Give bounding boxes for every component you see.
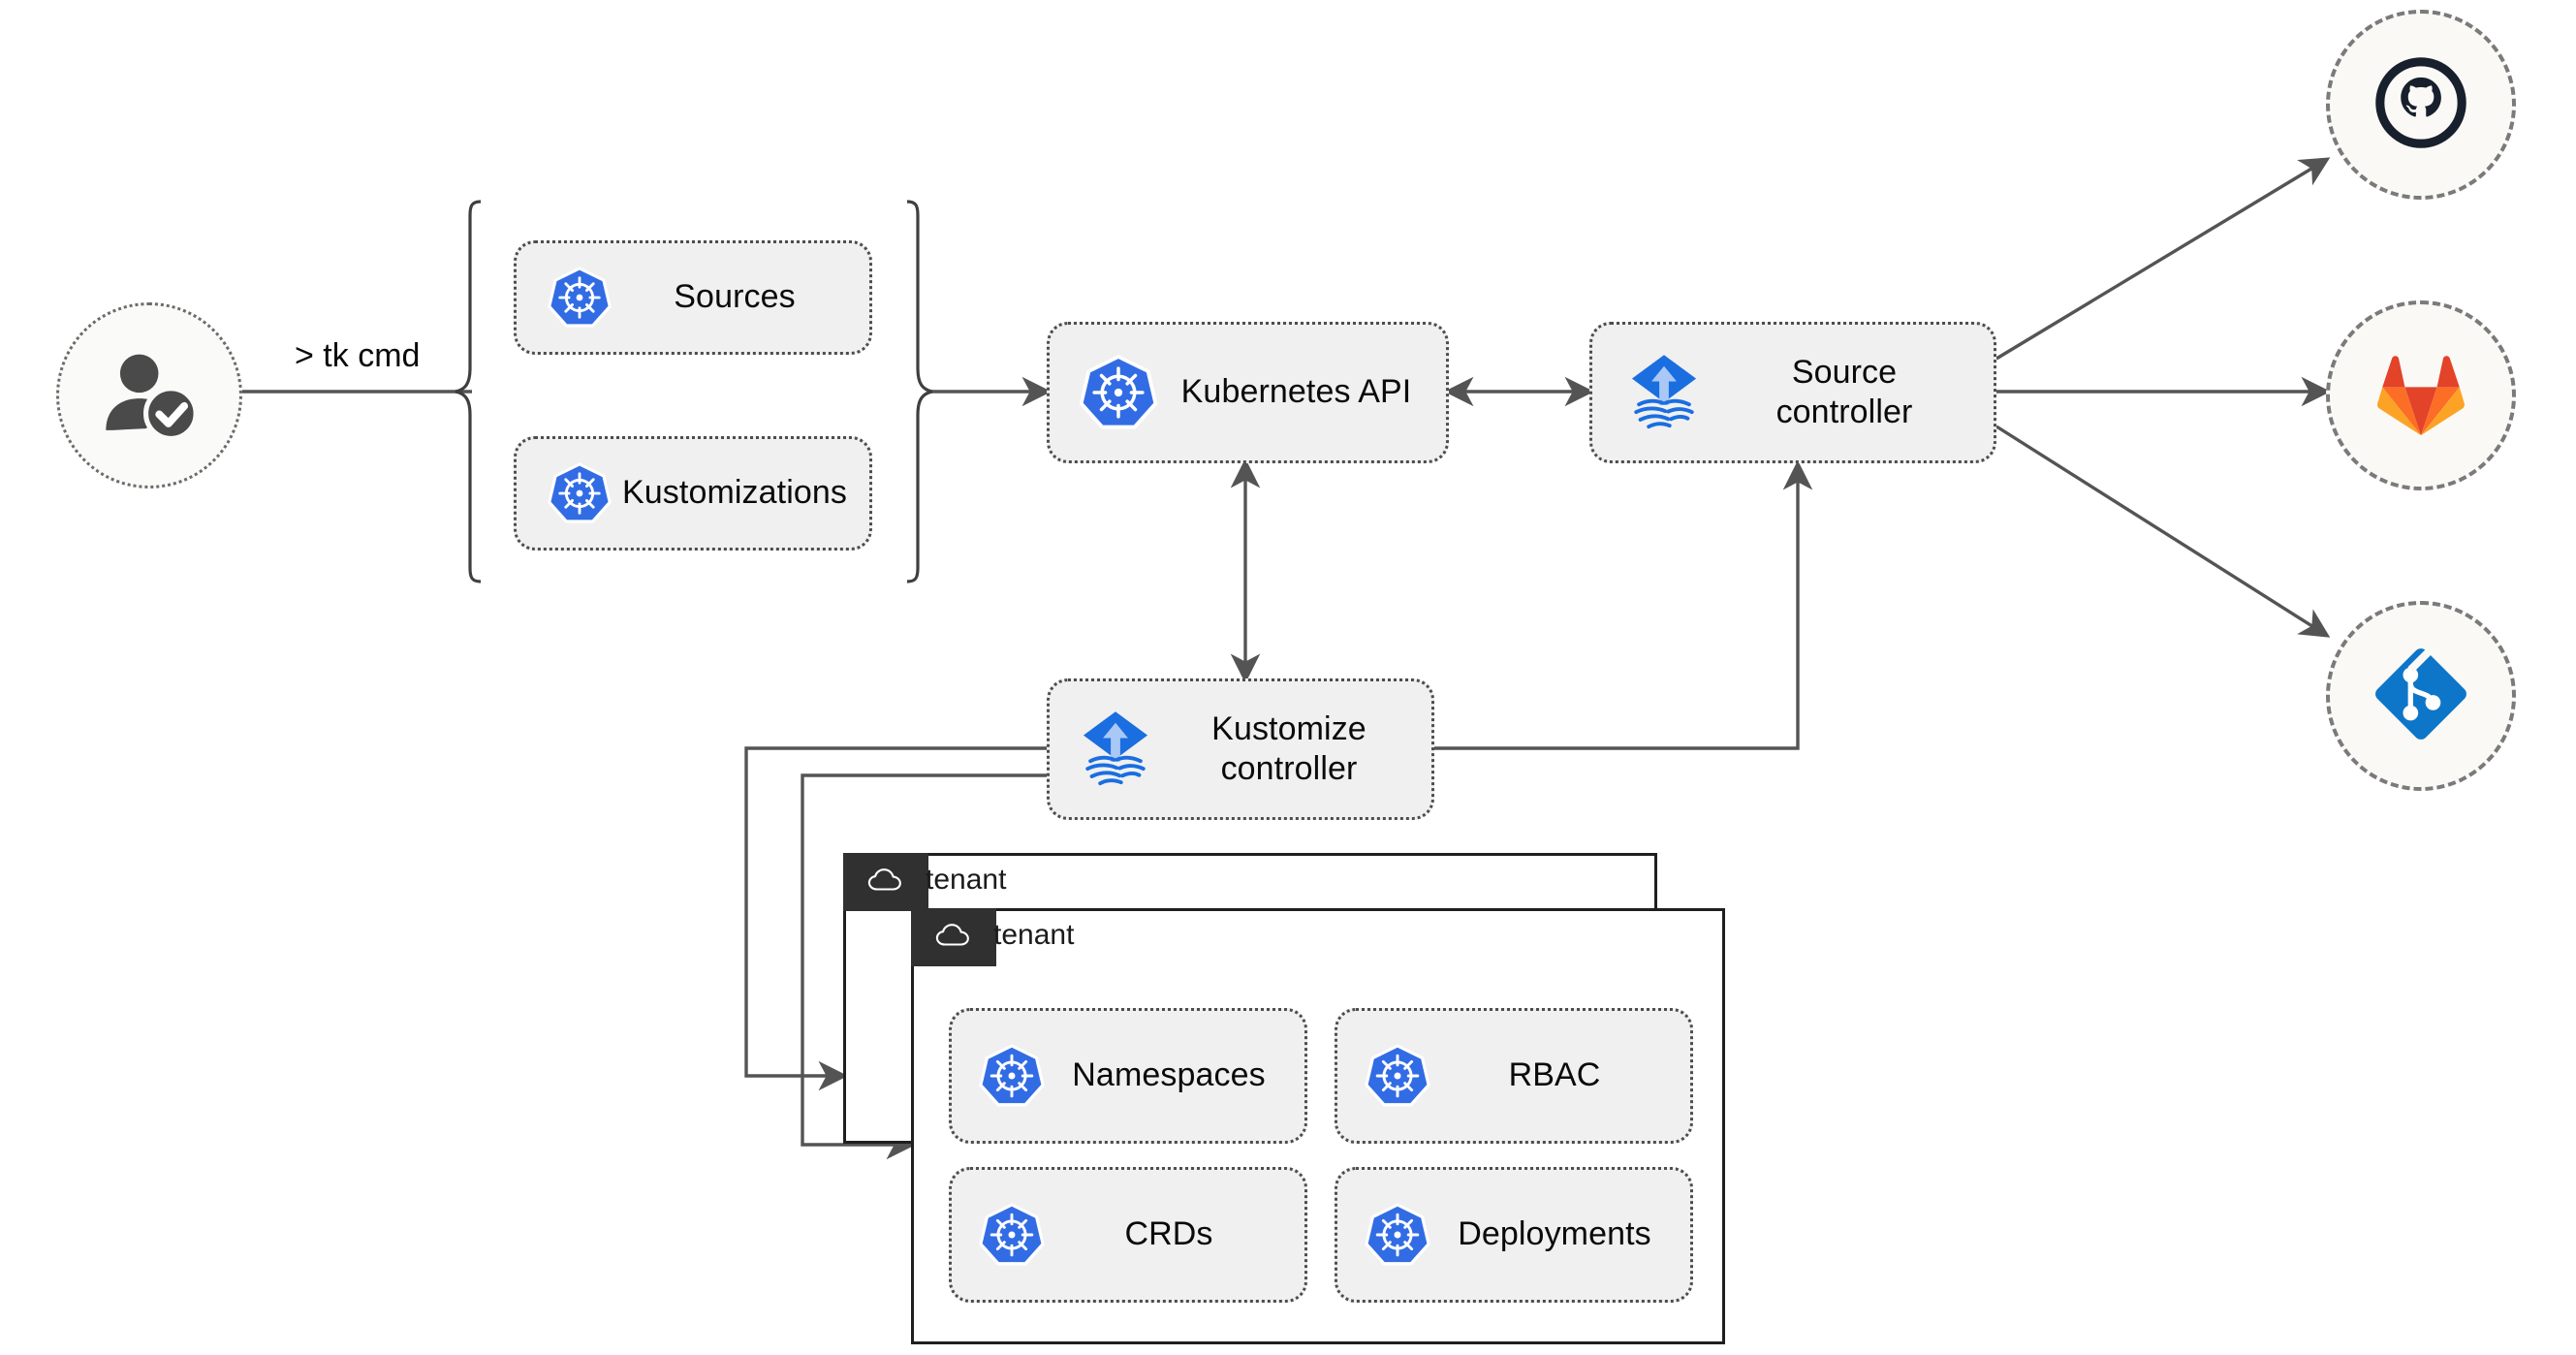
- node-crds[interactable]: CRDs: [949, 1167, 1307, 1303]
- node-sources[interactable]: Sources: [514, 240, 872, 355]
- kubernetes-icon: [977, 1041, 1047, 1111]
- node-kustomizations[interactable]: Kustomizations: [514, 436, 872, 551]
- node-label-line1: Kustomize: [1211, 709, 1367, 747]
- cluster-tab: [843, 853, 928, 911]
- user-actor[interactable]: [56, 302, 242, 488]
- node-label: Kustomizations: [622, 474, 847, 512]
- node-kubernetes-api[interactable]: Kubernetes API: [1047, 322, 1449, 463]
- git-repo-icon: [2366, 639, 2476, 754]
- tenant-cluster-2[interactable]: tenant: [911, 908, 1725, 1344]
- command-label: > tk cmd: [289, 337, 426, 375]
- node-deployments[interactable]: Deployments: [1335, 1167, 1693, 1303]
- kubernetes-icon: [1077, 351, 1160, 434]
- node-namespaces[interactable]: Namespaces: [949, 1008, 1307, 1144]
- node-label-line2: controller: [1775, 394, 1913, 430]
- cluster-title: tenant: [993, 919, 1075, 951]
- flux-icon: [1071, 705, 1160, 794]
- node-label: Sources: [674, 278, 796, 316]
- cluster-tab: [911, 908, 996, 966]
- kubernetes-icon: [977, 1200, 1047, 1270]
- kubernetes-icon: [1363, 1200, 1432, 1270]
- node-label: Kubernetes API: [1180, 373, 1412, 411]
- node-label: Deployments: [1458, 1215, 1651, 1253]
- cluster-title: tenant: [926, 864, 1007, 896]
- kubernetes-icon: [546, 264, 613, 331]
- node-label-line1: Source: [1791, 353, 1898, 391]
- brace-right: [906, 200, 933, 583]
- kubernetes-icon: [1363, 1041, 1432, 1111]
- flux-icon: [1619, 348, 1709, 437]
- node-label: Namespaces: [1072, 1056, 1266, 1094]
- user-verified-icon: [96, 340, 203, 452]
- edge-kustomize-to-source: [1434, 459, 1813, 750]
- kubernetes-icon: [546, 459, 613, 527]
- github-icon: [2369, 50, 2473, 160]
- gitlab-icon: [2370, 342, 2472, 450]
- node-label-line2: controller: [1220, 750, 1358, 787]
- tenant-resource-grid: Namespaces: [949, 1008, 1693, 1303]
- node-label: RBAC: [1508, 1056, 1601, 1094]
- brace-left: [455, 200, 482, 583]
- cloud-icon: [935, 923, 972, 953]
- edge-source-to-github: [1995, 157, 2331, 361]
- node-rbac[interactable]: RBAC: [1335, 1008, 1693, 1144]
- provider-azure-repos[interactable]: [2326, 601, 2516, 791]
- edge-source-to-azure: [1995, 425, 2331, 638]
- provider-github[interactable]: [2326, 10, 2516, 200]
- node-label: CRDs: [1124, 1215, 1213, 1253]
- cloud-icon: [867, 867, 904, 898]
- provider-gitlab[interactable]: [2326, 300, 2516, 490]
